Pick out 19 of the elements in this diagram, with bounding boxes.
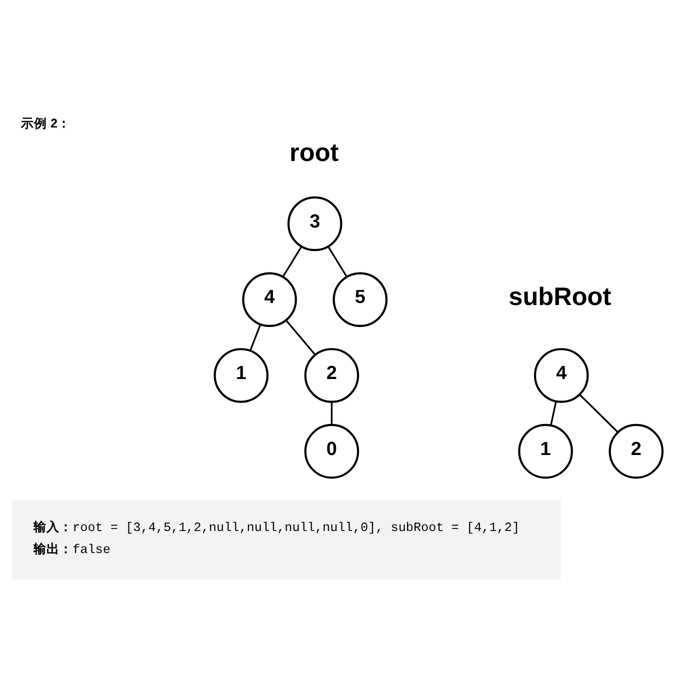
node-circle: 2 (608, 423, 664, 478)
connector (286, 319, 316, 355)
connector (282, 246, 302, 277)
connector (330, 401, 333, 424)
node-label: root (290, 138, 339, 166)
connector (579, 394, 618, 432)
node-circle: 5 (332, 272, 388, 327)
diagram-title: 示例 2： (20, 116, 70, 130)
node-circle: 2 (304, 348, 360, 402)
node-circle: 3 (287, 196, 342, 251)
node-label: subRoot (508, 282, 612, 311)
connector (550, 400, 557, 425)
node-circle: 4 (534, 348, 589, 402)
connector (327, 246, 348, 277)
node-circle: 4 (242, 272, 297, 327)
connector (249, 324, 262, 351)
node-circle: 0 (304, 423, 360, 478)
node-circle: 1 (214, 348, 268, 402)
node-circle: 1 (518, 423, 573, 478)
